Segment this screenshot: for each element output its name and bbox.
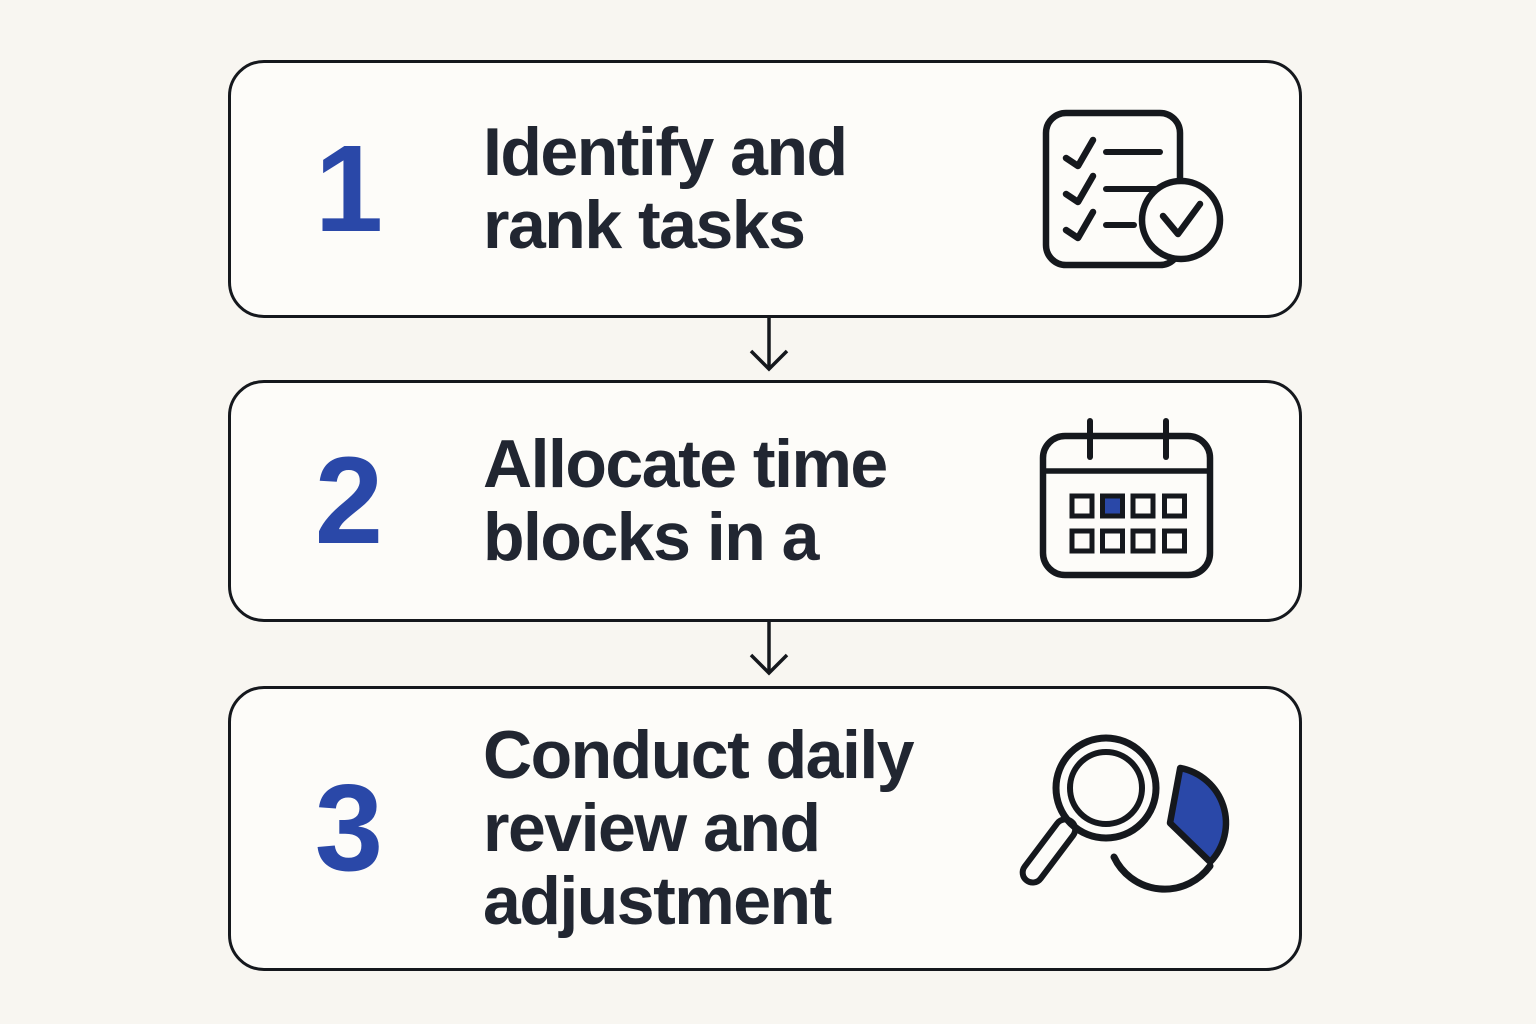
step-card-2: 2 Allocate time blocks in a [228,380,1302,622]
step-card-3: 3 Conduct daily review and adjustment [228,686,1302,971]
step-3-number: 3 [314,760,383,897]
checklist-icon [1042,109,1224,269]
step-1-number: 1 [314,120,383,258]
step-3-title: Conduct daily review and adjustment [483,717,915,939]
step-2-title: Allocate time blocks in a [483,426,888,575]
magnifier-pie-icon [1019,734,1230,893]
down-arrow-icon [749,621,789,676]
step-2-number: 2 [314,432,383,570]
step-1-title: Identify and rank tasks [483,114,848,263]
down-arrow-icon [749,317,789,372]
calendar-icon [1039,418,1214,579]
step-card-1: 1 Identify and rank tasks [228,60,1302,318]
